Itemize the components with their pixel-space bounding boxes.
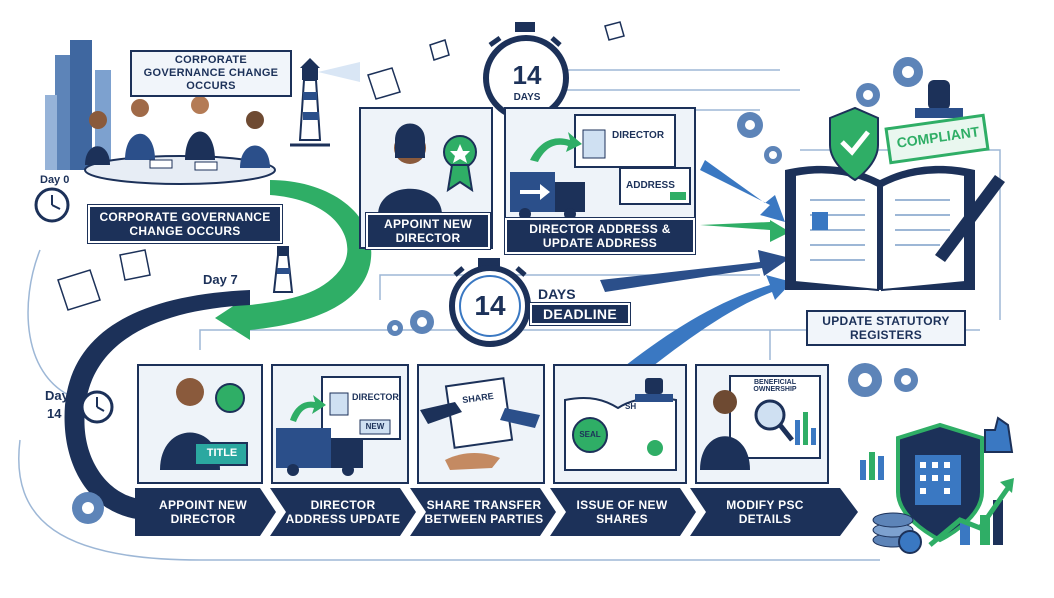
register-label: UPDATE STATUTORY REGISTERS xyxy=(806,310,966,346)
bottom-card-tag: NEW xyxy=(365,422,385,431)
day7-label: Day 7 xyxy=(203,272,238,287)
step-label-4: ISSUE OF NEW SHARES xyxy=(576,498,668,526)
flow-arrows xyxy=(64,160,792,520)
upper-card-title: DIRECTOR xyxy=(612,130,665,141)
arrow-from-shares xyxy=(620,275,792,380)
upper-panel-appoint-label: APPOINT NEW DIRECTOR xyxy=(366,213,490,249)
bottom-panel-1 xyxy=(137,364,263,484)
step-label-1: APPOINT NEW DIRECTOR xyxy=(159,498,247,526)
green-curve-arrow xyxy=(215,180,372,340)
arrow-to-register-3 xyxy=(600,250,790,292)
mid-stopwatch-unit-line2: DEADLINE xyxy=(530,303,630,325)
lighthouse-icon xyxy=(290,58,360,147)
top-stopwatch-unit: DAYS xyxy=(513,92,541,103)
step-label-2: DIRECTOR ADDRESS UPDATE xyxy=(285,498,401,526)
navy-curve-arrow xyxy=(64,290,251,520)
small-lighthouse-icon xyxy=(272,246,294,293)
issue-doc-title: SH xyxy=(625,402,637,411)
step-label-5: MODIFY PSC DETAILS xyxy=(726,498,804,526)
day14-clock-icon xyxy=(80,390,114,424)
gear-icons xyxy=(72,57,923,524)
top-stopwatch-number: 14 xyxy=(512,60,542,90)
day14-label-line2: 14 xyxy=(47,406,62,421)
mid-stopwatch-unit-line1: DAYS xyxy=(538,286,576,302)
upper-card-field: ADDRESS xyxy=(626,180,675,191)
top-callout: CORPORATE GOVERNANCE CHANGE OCCURS xyxy=(130,50,292,97)
stamp-icon xyxy=(884,80,990,165)
day14-label-line1: Day xyxy=(45,388,69,403)
bottom-panel-2 xyxy=(271,364,409,484)
success-building-icon xyxy=(860,416,1014,554)
upper-panel-address-label: DIRECTOR ADDRESS & UPDATE ADDRESS xyxy=(505,218,695,254)
bottom-panel-5 xyxy=(695,364,829,484)
day0-clock-icon xyxy=(34,187,70,223)
bottom-panel-3 xyxy=(417,364,545,484)
arrow-to-register-2 xyxy=(700,220,790,242)
paper-icons xyxy=(57,21,625,311)
bottom-badge-title: TITLE xyxy=(206,447,238,459)
arrow-to-register-1 xyxy=(700,160,785,222)
meeting-scene xyxy=(45,40,276,185)
bottom-chevron-band xyxy=(135,488,858,536)
board-title: BENEFICIAL OWNERSHIP xyxy=(753,379,797,393)
step-label-3: SHARE TRANSFER BETWEEN PARTIES xyxy=(424,498,544,526)
register-book-icon xyxy=(785,106,1005,292)
day0-label: Day 0 xyxy=(40,174,70,186)
mid-stopwatch-icon xyxy=(449,258,531,347)
mid-stopwatch-number: 14 xyxy=(474,290,506,321)
bottom-panel-4 xyxy=(553,364,687,484)
event-label: CORPORATE GOVERNANCE CHANGE OCCURS xyxy=(88,205,282,243)
bottom-card-title: DIRECTOR xyxy=(352,392,399,402)
seal-text: SEAL xyxy=(579,430,601,439)
